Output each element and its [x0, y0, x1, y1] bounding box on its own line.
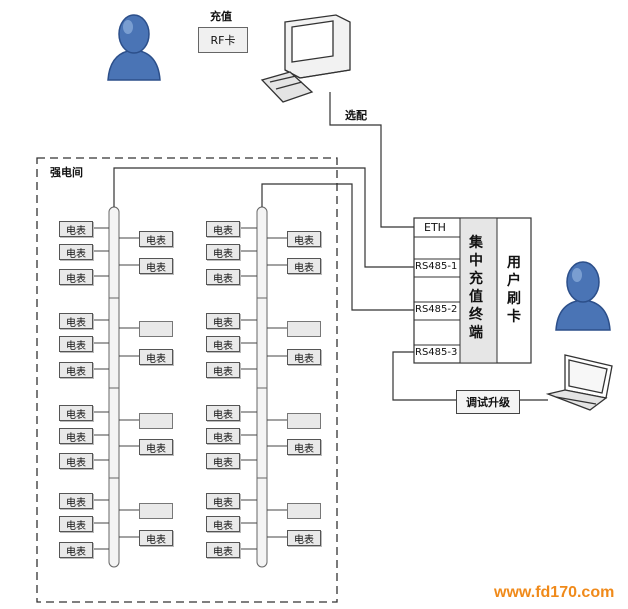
meter: 电表: [59, 221, 93, 237]
meter: 电表: [139, 439, 173, 455]
blank-slot: [139, 321, 173, 337]
top-up-label: 充值: [210, 10, 232, 23]
meter: 电表: [59, 516, 93, 532]
meter: 电表: [59, 269, 93, 285]
meter: 电表: [206, 516, 240, 532]
card-reader-label: 用 户 刷 卡: [507, 255, 521, 325]
terminal-center: [459, 217, 498, 364]
meter: 电表: [59, 313, 93, 329]
meter: 电表: [59, 405, 93, 421]
watermark: www.fd170.com: [494, 584, 615, 601]
desktop-computer-icon: [260, 14, 351, 103]
meter: 电表: [59, 453, 93, 469]
port-rs485-3: RS485-3: [415, 347, 458, 358]
trunk-lines: [113, 92, 548, 401]
meter: 电表: [139, 530, 173, 546]
blank-slot: [287, 413, 321, 429]
meter: 电表: [206, 405, 240, 421]
meter: 电表: [206, 428, 240, 444]
meter: 电表: [139, 258, 173, 274]
port-eth: ETH: [424, 221, 446, 234]
meter: 电表: [139, 231, 173, 247]
port-rs485-2: RS485-2: [415, 304, 458, 315]
meter: 电表: [59, 493, 93, 509]
meter: 电表: [59, 428, 93, 444]
person-icon-right: [555, 261, 611, 331]
meter: 电表: [206, 313, 240, 329]
meter: 电表: [59, 362, 93, 378]
meter: 电表: [206, 269, 240, 285]
port-rs485-1: RS485-1: [415, 261, 458, 272]
meter: 电表: [139, 349, 173, 365]
blank-slot: [287, 503, 321, 519]
meter: 电表: [287, 258, 321, 274]
meter: 电表: [206, 336, 240, 352]
meter: 电表: [206, 244, 240, 260]
room-label: 强电间: [50, 166, 83, 179]
terminal-label: 集 中 充 值 终 端: [469, 235, 483, 341]
meter: 电表: [206, 453, 240, 469]
meter: 电表: [287, 439, 321, 455]
match-label: 选配: [345, 109, 367, 122]
blank-slot: [139, 503, 173, 519]
room-boundary: [36, 157, 338, 603]
debug-upgrade-label: 调试升级: [466, 396, 510, 409]
meter: 电表: [59, 244, 93, 260]
meter: 电表: [59, 336, 93, 352]
rf-card-label: RF卡: [210, 34, 236, 47]
blank-slot: [287, 321, 321, 337]
meter-connections: [92, 227, 287, 550]
meter: 电表: [287, 530, 321, 546]
meter: 电表: [59, 542, 93, 558]
blank-slot: [139, 413, 173, 429]
meter: 电表: [206, 542, 240, 558]
meter: 电表: [206, 221, 240, 237]
meter: 电表: [206, 362, 240, 378]
laptop-icon: [545, 354, 613, 411]
rf-card-box: RF卡: [198, 27, 248, 53]
person-icon: [107, 14, 161, 81]
meter: 电表: [287, 231, 321, 247]
meter: 电表: [206, 493, 240, 509]
debug-upgrade-box: 调试升级: [456, 390, 520, 414]
bus-columns: [108, 206, 268, 568]
meter: 电表: [287, 349, 321, 365]
